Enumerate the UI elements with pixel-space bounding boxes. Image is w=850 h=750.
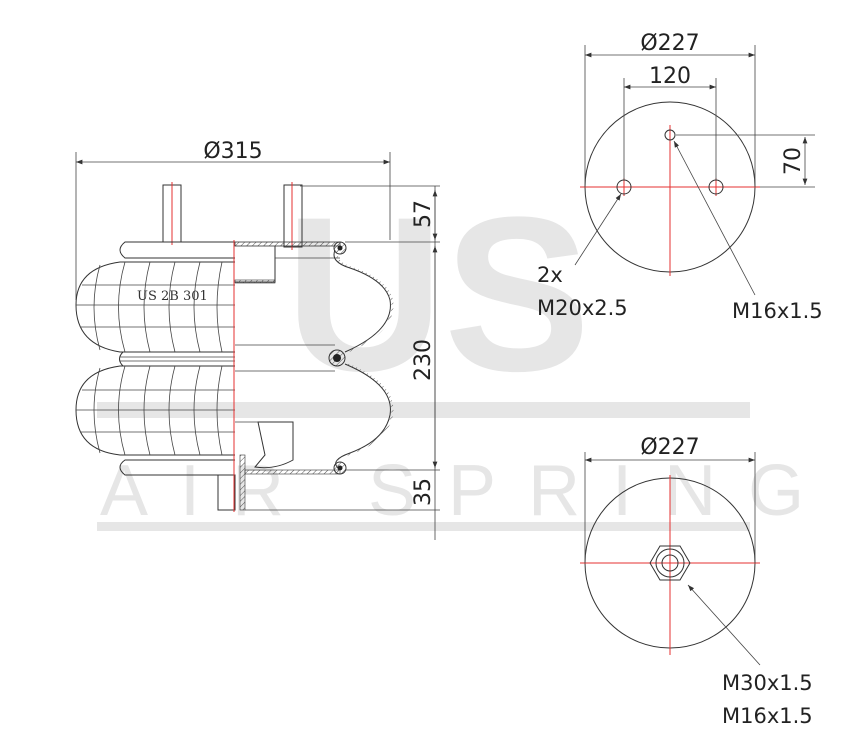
watermark-brand: US (285, 171, 591, 417)
dim-57-label: 57 (411, 200, 436, 228)
bottom-stud (217, 474, 236, 511)
top-view: Ø227 120 70 2x M20x2.5 M16x1.5 (537, 31, 823, 323)
watermark-bar-top (97, 402, 750, 418)
stud-thread-label: M20x2.5 (537, 296, 628, 320)
dim-230-label: 230 (411, 339, 436, 381)
bolt-spacing-label: 120 (649, 64, 691, 89)
bellows-marking: US 2B 301 (137, 289, 208, 304)
bottom-diameter-label: Ø227 (640, 435, 699, 460)
stud-count-label: 2x (537, 263, 563, 287)
bottom-air-inlet-label: M16x1.5 (722, 704, 813, 728)
top-stud-right (283, 184, 303, 248)
bottom-view: Ø227 M30x1.5 M16x1.5 (580, 435, 813, 728)
side-diameter-label: Ø315 (203, 139, 262, 164)
bottom-stud-thread-label: M30x1.5 (722, 671, 813, 695)
bottom-air-inlet (661, 554, 679, 572)
top-diameter-label: Ø227 (640, 31, 699, 56)
watermark: US AIR SPRING (97, 171, 836, 531)
dim-35-label: 35 (411, 478, 436, 506)
side-view: Ø315 US 2B 301 (75, 139, 440, 540)
watermark-bar-bottom (97, 522, 750, 531)
bottom-nut-hex (649, 545, 691, 581)
top-air-inlet-label: M16x1.5 (732, 299, 823, 323)
offset-label: 70 (781, 147, 806, 175)
air-inlet-hole (664, 129, 676, 141)
watermark-subtitle: AIR SPRING (100, 451, 836, 531)
